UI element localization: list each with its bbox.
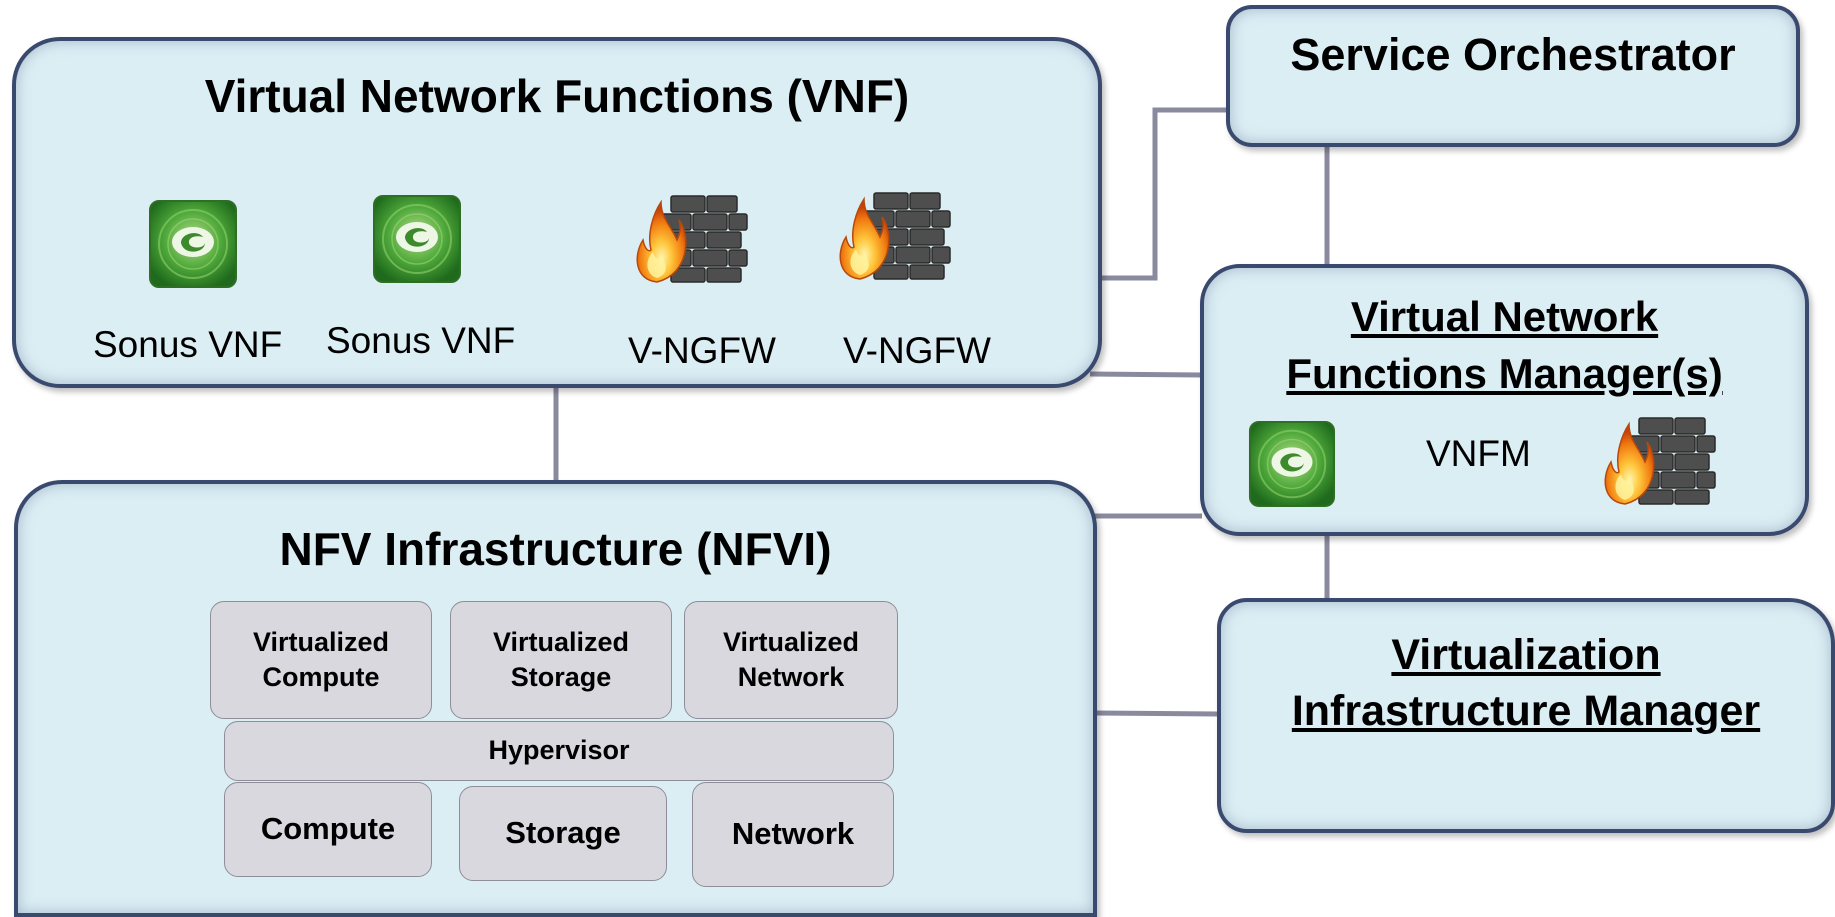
sub-line: Virtualized xyxy=(252,626,390,657)
vim-title-line2: Infrastructure Manager xyxy=(1291,687,1761,735)
vnfm-title: Virtual Network Functions Manager(s) xyxy=(1204,288,1805,402)
sub-line: Compute xyxy=(262,662,380,692)
nfvi-title: NFV Infrastructure (NFVI) xyxy=(279,523,832,575)
vim-title-line1: Virtualization xyxy=(1391,631,1661,679)
vnfm-box: Virtual Network Functions Manager(s) VNF… xyxy=(1200,264,1809,536)
vnf-item-label: V-NGFW xyxy=(628,330,776,371)
vnf-item-label: Sonus VNF xyxy=(326,320,516,361)
vnf-item-label: Sonus VNF xyxy=(93,324,283,365)
sonus-icon xyxy=(148,199,238,289)
network: Network xyxy=(692,782,894,887)
sonus-icon xyxy=(1248,420,1336,508)
firewall-icon xyxy=(1598,406,1720,506)
vnf-box: Virtual Network Functions (VNF) Sonus VN… xyxy=(12,37,1102,388)
connector-vnf-orchestrator xyxy=(1100,107,1228,281)
sub-line: Storage xyxy=(510,662,612,692)
sonus-icon xyxy=(372,194,462,284)
vnfm-title-line1: Virtual Network xyxy=(1350,293,1659,340)
firewall-icon xyxy=(834,181,954,281)
vim-title: Virtualization Infrastructure Manager xyxy=(1221,627,1831,739)
vnf-title: Virtual Network Functions (VNF) xyxy=(204,70,910,122)
connector-nfvi-vim xyxy=(1093,710,1219,717)
orchestrator-title: Service Orchestrator xyxy=(1290,29,1736,80)
hypervisor: Hypervisor xyxy=(224,721,894,781)
storage: Storage xyxy=(459,786,667,881)
vnfm-label: VNFM xyxy=(1426,433,1531,474)
sub-line: Virtualized xyxy=(492,626,630,657)
sub-line: Virtualized xyxy=(722,626,860,657)
vnf-item-label: V-NGFW xyxy=(843,330,991,371)
sub-line: Network xyxy=(737,662,845,692)
connector-vnf-vnfm xyxy=(1089,371,1203,378)
compute: Compute xyxy=(224,782,432,877)
firewall-icon xyxy=(631,184,751,284)
vim-box: Virtualization Infrastructure Manager xyxy=(1217,598,1835,833)
service-orchestrator-box: Service Orchestrator xyxy=(1226,5,1800,147)
vnfm-title-line2: Functions Manager(s) xyxy=(1286,350,1723,397)
